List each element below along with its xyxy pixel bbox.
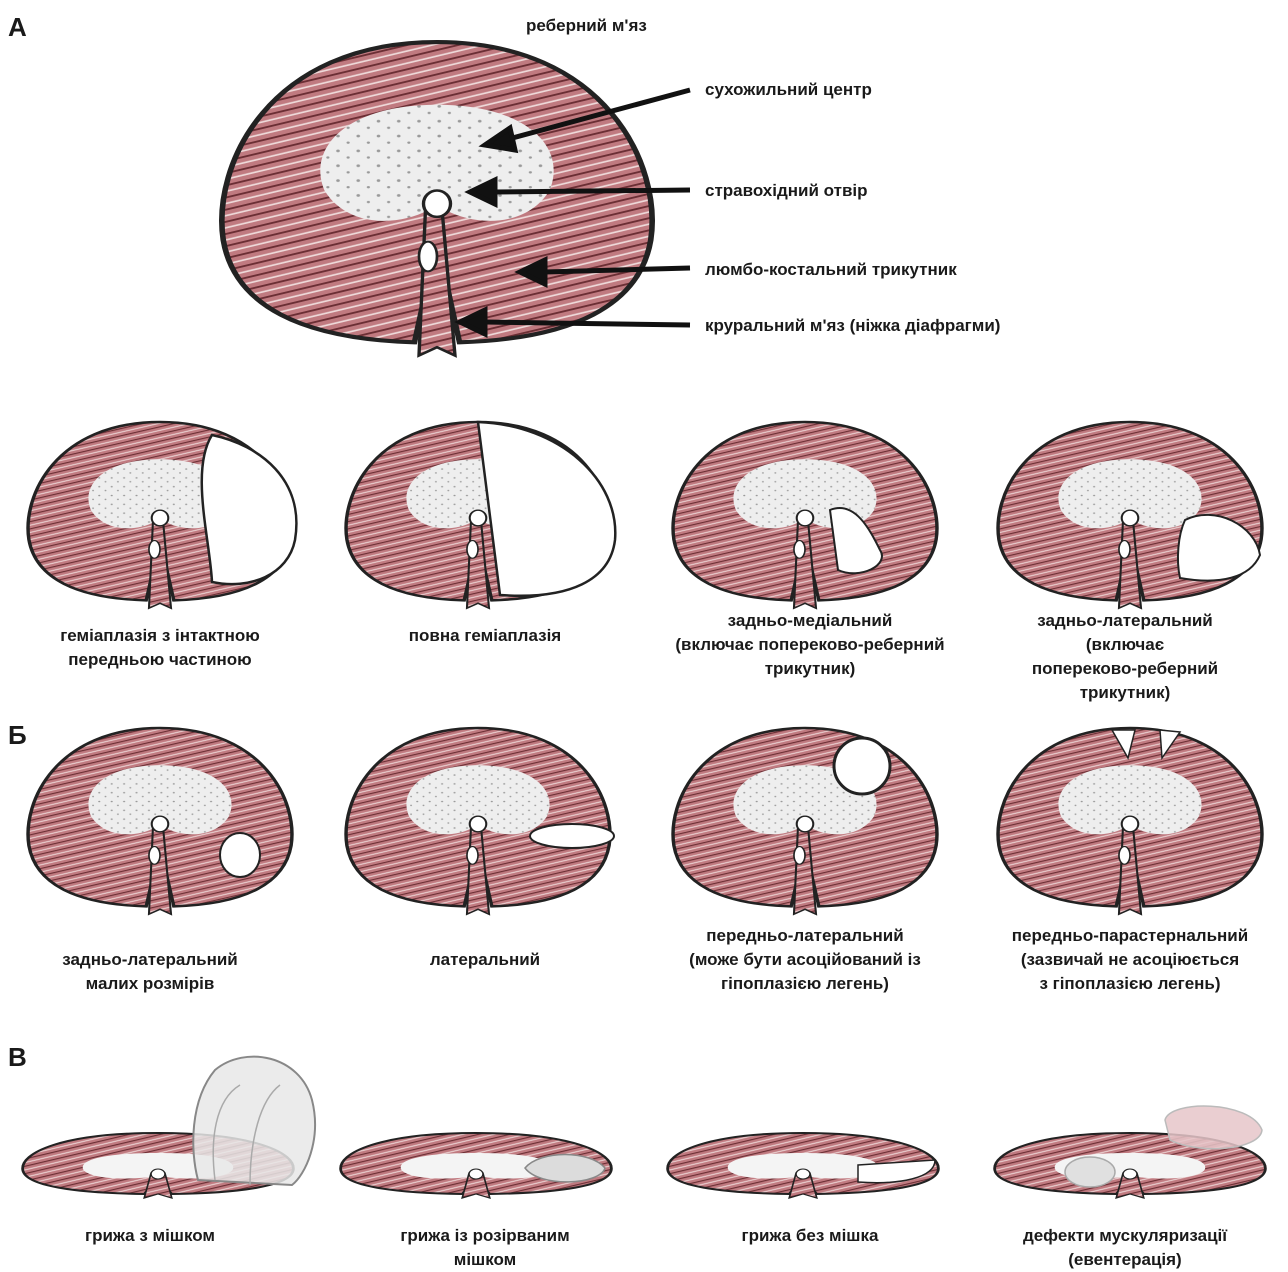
row3-diaphragm-4 (995, 1106, 1266, 1198)
row3-label-3: грижа без мішка (650, 1224, 970, 1248)
row3-label-1: грижа з мішком (0, 1224, 300, 1248)
row3-label-2: грижа із розірваниммішком (320, 1224, 650, 1272)
row3-diaphragm-2 (341, 1133, 612, 1198)
row3-diaphragm-3 (668, 1133, 939, 1198)
row3-diaphragm-1 (23, 1057, 315, 1198)
row3-label-4: дефекти мускуляризації(евентерація) (975, 1224, 1275, 1272)
